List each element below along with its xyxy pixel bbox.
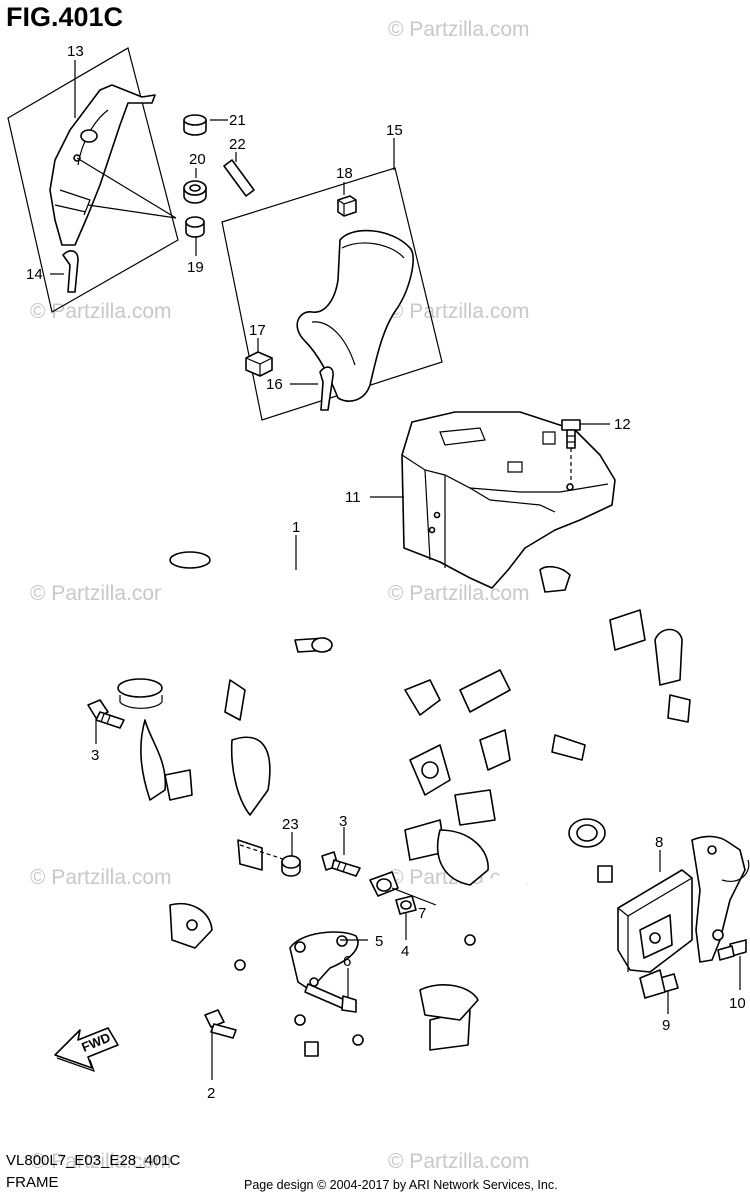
callout-17: 17: [249, 322, 266, 339]
cover-group-13: [7, 47, 179, 313]
battery-box-11: [401, 411, 616, 589]
copyright-credit: Page design © 2004-2017 by ARI Network S…: [244, 1178, 558, 1192]
callout-9: 9: [662, 1017, 670, 1034]
callout-3b: 3: [339, 813, 347, 830]
watermark: © Partzilla.com: [388, 582, 530, 605]
small-parts: [183, 114, 255, 238]
callout-22: 22: [229, 136, 246, 153]
fwd-arrow-icon: FWD: [54, 1027, 119, 1072]
figure-name: FRAME: [6, 1174, 59, 1191]
figure-code: VL800L7_E03_E28_401C: [6, 1152, 181, 1169]
callout-labels: 1 2 3 3 4 5 6 7 8 9 10 11 12 13 14 15 16…: [26, 43, 746, 1102]
bracket-assembly-8: [617, 835, 750, 999]
callout-12: 12: [614, 416, 631, 433]
callout-13: 13: [67, 43, 84, 60]
callout-10: 10: [729, 995, 746, 1012]
callout-23: 23: [282, 816, 299, 833]
callout-21: 21: [229, 112, 246, 129]
fasteners: [87, 699, 747, 1039]
watermark: © Partzilla.com: [30, 1150, 172, 1173]
callout-16: 16: [266, 376, 283, 393]
callout-1: 1: [292, 519, 300, 536]
callout-7: 7: [418, 905, 426, 922]
watermark: © Partzilla.com: [30, 300, 172, 323]
watermark: © Partzilla.com: [30, 582, 172, 605]
frame-1: [117, 543, 693, 1057]
watermark: © Partzilla.com: [388, 18, 530, 41]
callout-8: 8: [655, 834, 663, 851]
callout-14: 14: [26, 266, 43, 283]
watermark: © Partzilla.com: [388, 1150, 530, 1173]
leader-lines: [50, 60, 741, 1080]
callout-6: 6: [343, 953, 351, 970]
figure-title: FIG.401C: [6, 2, 124, 32]
callout-15: 15: [386, 122, 403, 139]
callout-11: 11: [345, 489, 361, 506]
callout-4: 4: [401, 943, 409, 960]
callout-20: 20: [189, 151, 206, 168]
watermark: © Partzilla.com: [388, 300, 530, 323]
watermark: © Partzilla.com: [30, 866, 172, 889]
callout-19: 19: [187, 259, 204, 276]
callout-5: 5: [375, 933, 383, 950]
seat-group-15: [221, 167, 443, 421]
callout-18: 18: [336, 165, 353, 182]
callout-3a: 3: [91, 747, 99, 764]
callout-2: 2: [207, 1085, 215, 1102]
